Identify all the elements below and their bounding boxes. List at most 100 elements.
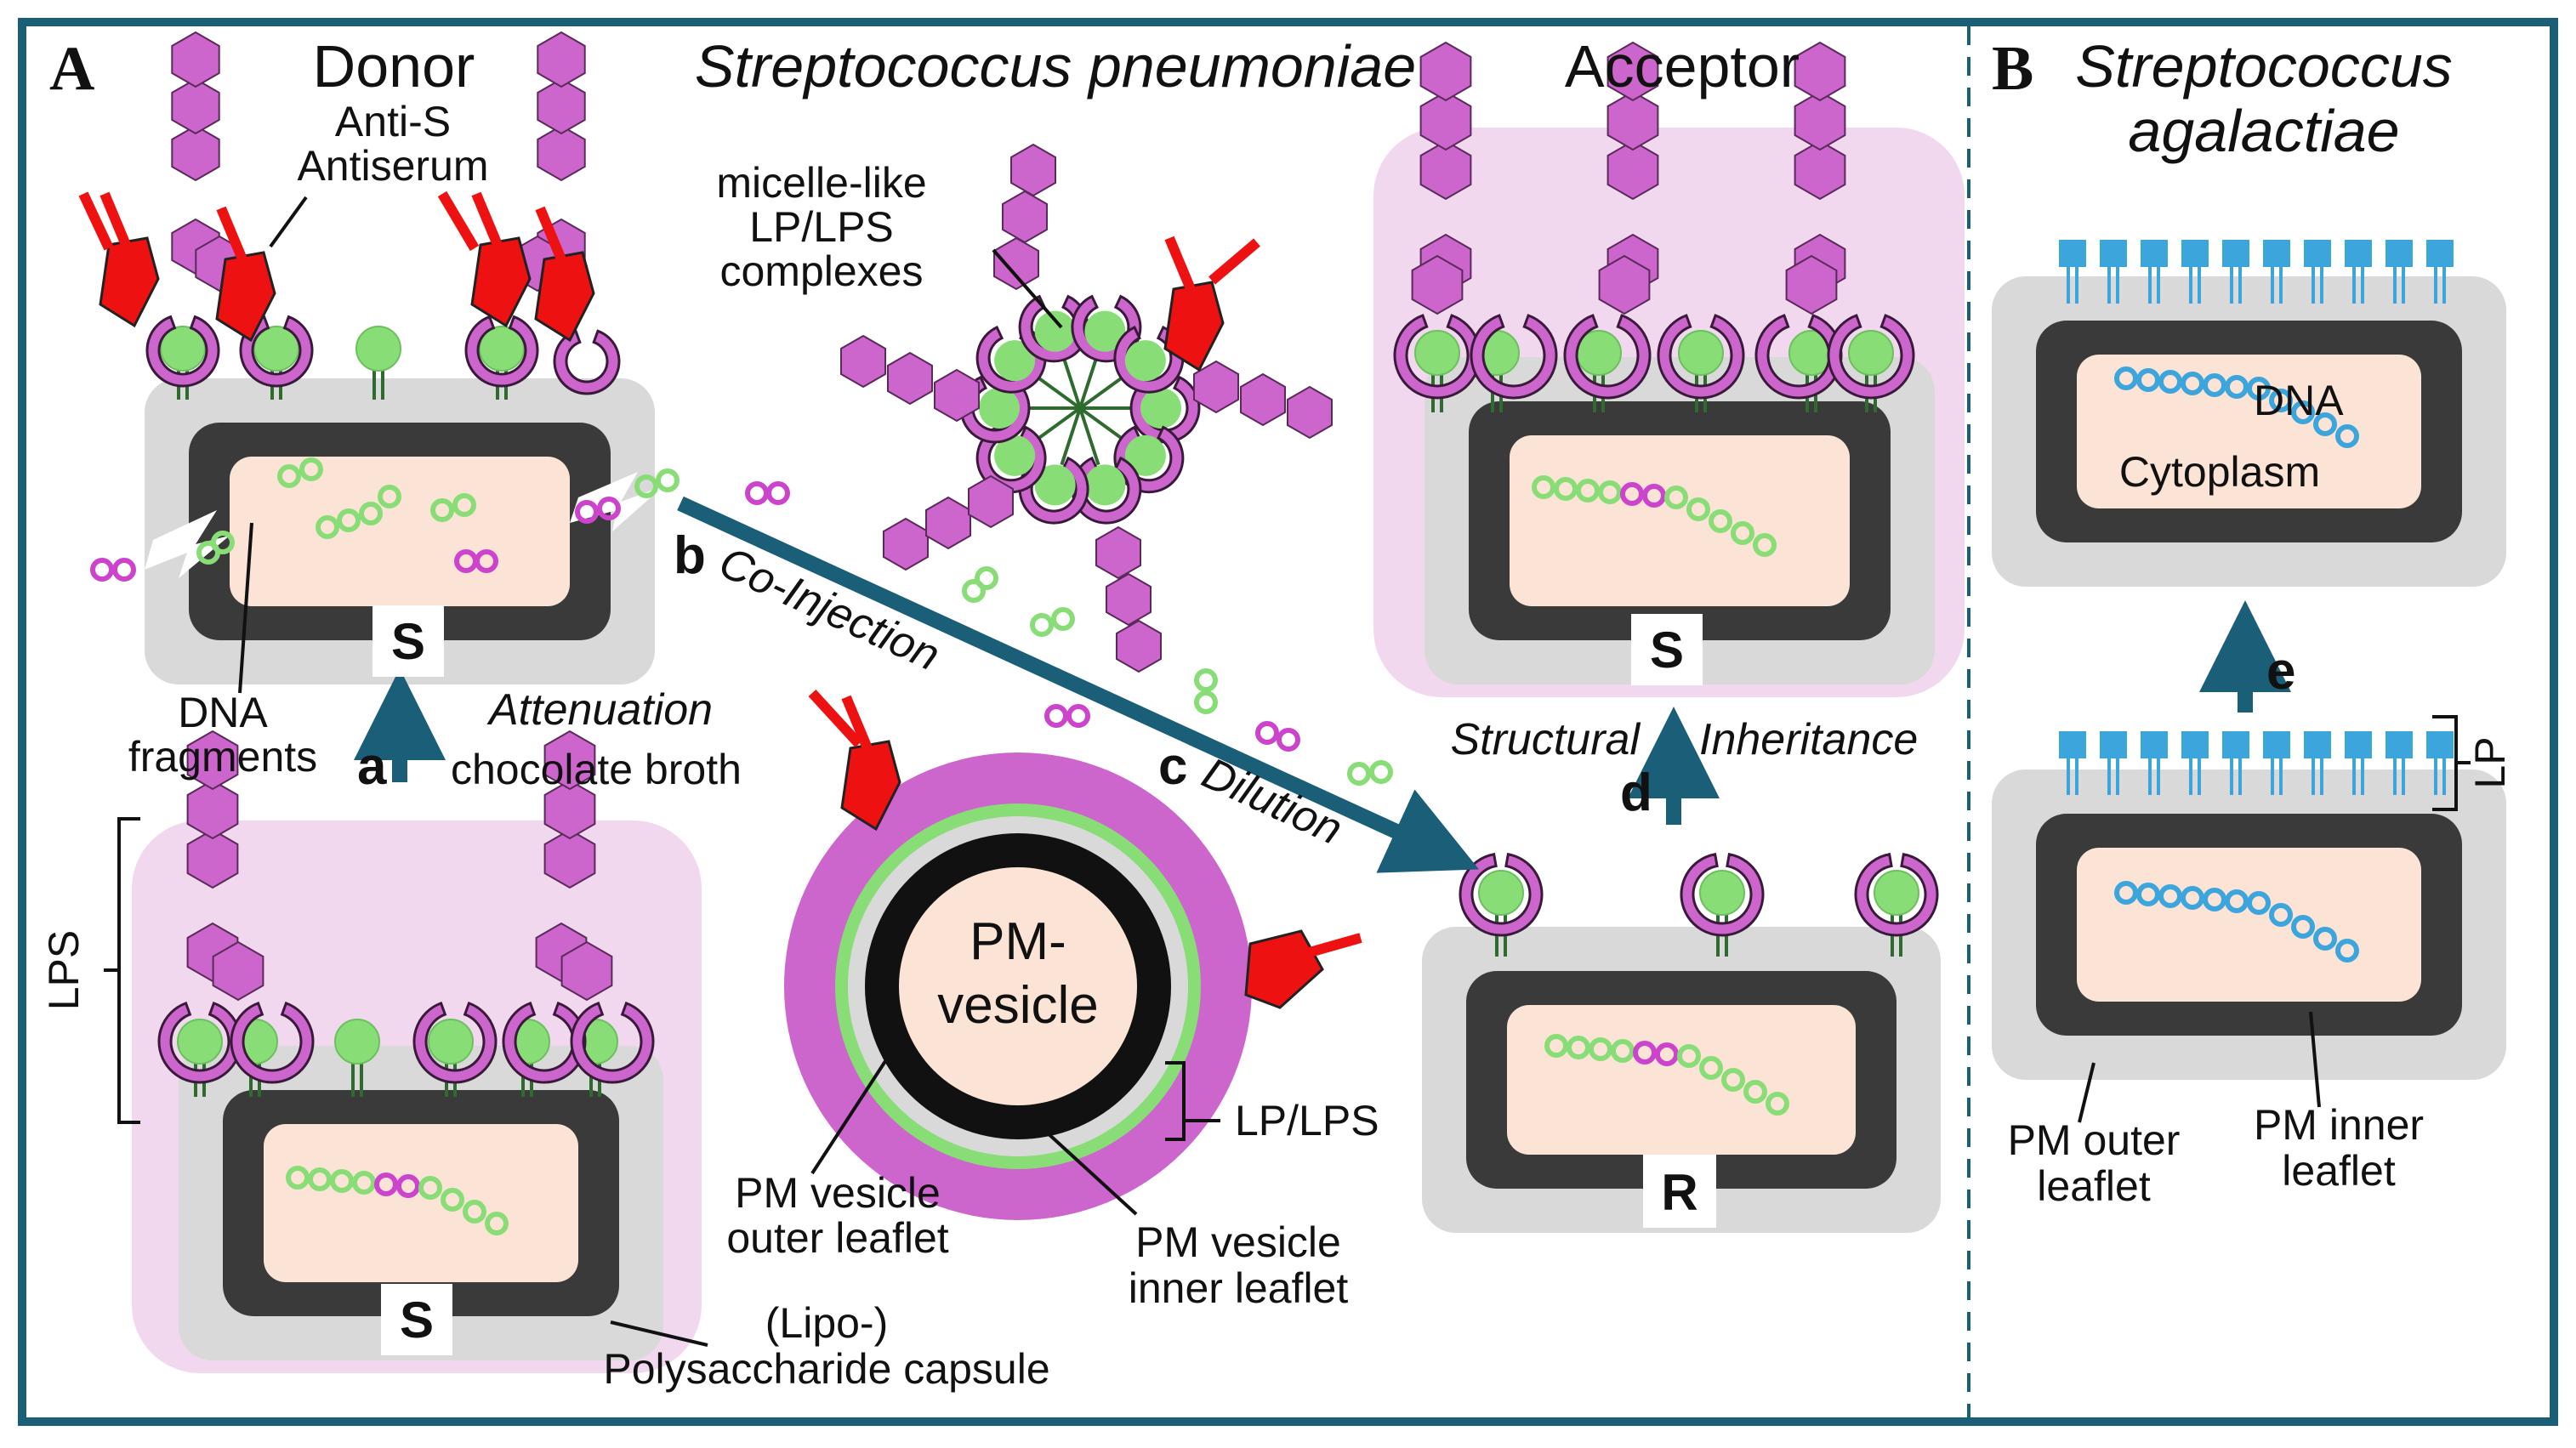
panel-letter-a: A <box>49 34 94 104</box>
lp-lps-bracket <box>1165 1061 1186 1141</box>
dna-bead <box>2114 366 2138 390</box>
polysaccharide-hexagon <box>1419 41 1472 102</box>
dna-bead <box>2335 939 2359 962</box>
vesicle-outer-label-2: outer leaflet <box>726 1214 948 1262</box>
antibody-arm <box>78 191 114 251</box>
polysaccharide-hexagon <box>171 31 220 88</box>
polysaccharide-hexagon <box>560 940 613 1002</box>
dna-bead <box>2269 903 2293 927</box>
step-d-letter: d <box>1620 764 1652 822</box>
lipoprotein <box>2345 240 2372 267</box>
lipoprotein <box>2263 731 2290 758</box>
dna-fragments-leader <box>238 522 253 694</box>
strain-badges: S S S R <box>372 605 1716 1355</box>
antibody-arm <box>808 689 863 748</box>
b-bottom-cytoplasm <box>2077 848 2421 1002</box>
lipoprotein <box>2386 731 2413 758</box>
polysaccharide-hexagon <box>1794 139 1846 201</box>
dna-bead <box>2247 377 2271 400</box>
dna-bead <box>2225 375 2249 399</box>
polysaccharide-hexagon <box>1116 619 1162 673</box>
antibody <box>534 251 595 343</box>
dna-bead <box>352 1171 376 1195</box>
polysaccharide-hexagon <box>968 474 1014 529</box>
dna-bead <box>1611 1039 1635 1063</box>
polysaccharide-hexagon <box>1785 254 1838 315</box>
antibody <box>215 251 276 343</box>
antibody-arm <box>1208 238 1260 285</box>
cytoplasm-label: Cytoplasm <box>2119 448 2320 496</box>
capsule-label-1: (Lipo-) <box>765 1299 888 1347</box>
polysaccharide-hexagon <box>537 77 586 135</box>
dna-bead <box>2335 424 2359 448</box>
polysaccharide-hexagon <box>186 828 239 889</box>
dna-bead <box>1051 607 1075 631</box>
polysaccharide-hexagon <box>543 828 596 889</box>
micelle-head <box>979 388 1020 429</box>
step-e-letter: e <box>2266 642 2295 701</box>
lipoprotein <box>2100 731 2127 758</box>
lipoprotein <box>2141 240 2168 267</box>
polysaccharide-hexagon <box>1095 525 1141 580</box>
polysaccharide-hexagon <box>887 351 933 406</box>
lp-label: LP <box>2466 736 2514 788</box>
lipoprotein <box>2181 240 2209 267</box>
polysaccharide-hexagon <box>186 730 239 791</box>
polysaccharide-hexagon <box>186 779 239 840</box>
polysaccharide-hexagon <box>1419 139 1472 201</box>
polysaccharide-hexagon <box>1193 360 1239 414</box>
dna-bead <box>1576 479 1600 503</box>
dna-bead <box>337 508 361 532</box>
dna-bead <box>1633 1041 1657 1065</box>
lipoprotein <box>2386 240 2413 267</box>
dna-bead <box>2181 372 2204 395</box>
polysaccharide-hexagon <box>1598 254 1651 315</box>
step-c-letter: c <box>1158 737 1187 796</box>
dna-bead <box>396 1174 420 1198</box>
micelle-tail <box>1078 407 1100 466</box>
antibody-arm <box>100 191 131 247</box>
micelle-tail <box>1078 372 1129 410</box>
vesicle-outer-leader <box>810 1057 889 1175</box>
dna-bead <box>359 502 383 525</box>
dna-bead <box>1044 704 1068 728</box>
antibody-arm <box>216 206 247 262</box>
polysaccharide-hexagon <box>1411 254 1464 315</box>
micelle-head <box>994 434 1036 476</box>
dna-bead <box>2313 927 2337 951</box>
lipoprotein <box>2059 731 2086 758</box>
antiserum-leader <box>269 196 308 248</box>
polysaccharide-hexagon <box>934 368 980 423</box>
antibody-arm <box>471 191 503 247</box>
acceptor-title: Acceptor <box>1565 33 1800 99</box>
antibody-arm <box>535 206 566 262</box>
lipoprotein <box>2181 731 2209 758</box>
lipid-head <box>334 1019 380 1065</box>
lipoprotein <box>2100 240 2127 267</box>
badge-acceptor-bottom-box <box>1643 1155 1716 1228</box>
dna-bead <box>2247 891 2271 915</box>
polysaccharide-hexagon <box>212 940 264 1002</box>
lipoprotein <box>2222 240 2249 267</box>
b-top-cytoplasm <box>2077 355 2421 508</box>
dna-bead <box>575 500 599 524</box>
dna-bead <box>1255 721 1279 745</box>
micelle-tail <box>1031 372 1082 410</box>
dna-bead <box>1642 484 1666 508</box>
antibody-arm <box>1308 933 1362 957</box>
dna-bead <box>962 579 986 603</box>
dna-bead <box>308 1167 332 1191</box>
badge-acceptor-bottom: R <box>1661 1164 1697 1221</box>
dna-bead <box>2225 889 2249 913</box>
acceptor-cytoplasm <box>1510 435 1850 606</box>
lipid-head <box>1414 330 1460 376</box>
dna-bead <box>1194 668 1218 692</box>
dna-bead <box>211 531 235 554</box>
dna-bead <box>452 493 476 517</box>
lipid-head <box>1478 870 1524 916</box>
polysaccharide-hexagon <box>1794 90 1846 151</box>
dna-bead <box>1731 521 1754 545</box>
badge-bottom: S <box>400 1292 434 1349</box>
vesicle-inner-leader <box>1034 1121 1138 1216</box>
